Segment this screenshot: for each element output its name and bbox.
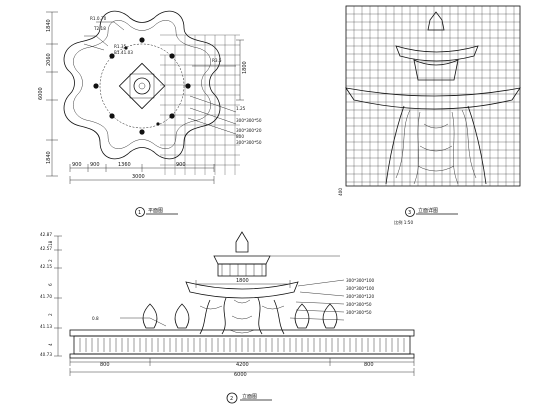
plan-top-label-2: R1.35 <box>114 44 127 49</box>
front-level-0: 42.87 <box>40 232 52 237</box>
plan-bottom-dim-3: 900 <box>176 162 186 168</box>
front-balusters <box>79 338 405 352</box>
plan-view: 1.25 300*300*50 300*300*20 800 300*300*5… <box>38 10 262 217</box>
plan-left-dim-1: 2060 <box>46 53 52 66</box>
plan-basin-ring <box>99 43 185 129</box>
front-shrubs <box>142 303 338 329</box>
front-bottom-dim-2: 800 <box>364 362 374 368</box>
plan-outline-outer <box>63 10 221 160</box>
plan-bottom-total: 3000 <box>132 174 145 180</box>
plan-top-label-1: T2.18 <box>93 26 106 31</box>
front-left-dim-3: 2 <box>48 313 53 316</box>
plan-top-label-3: R1.41.03 <box>114 50 133 55</box>
plan-center-square <box>118 62 166 110</box>
front-note-1: 300*300*100 <box>346 286 375 291</box>
front-note-2: 300*300*120 <box>346 294 375 299</box>
plan-top-label-0: R1.0.70 <box>90 16 107 21</box>
front-level-1: 42.57 <box>40 246 52 251</box>
front-caption-num: 2 <box>230 396 233 402</box>
front-top-dim: 1800 <box>236 278 249 284</box>
plan-left-dim-3: 1840 <box>46 151 52 164</box>
detail-subcaption: 比例 1:50 <box>394 219 413 226</box>
detail-dim-label: 400 <box>338 188 343 196</box>
plan-caption-circle <box>135 207 145 217</box>
plan-bottom-dim-2: 1360 <box>118 162 131 168</box>
front-fountain-body <box>185 231 299 335</box>
detail-caption-text: 立面详图 <box>418 207 438 214</box>
front-bottom-total: 6000 <box>234 372 247 378</box>
plan-top-label-4: R3.5 <box>212 58 222 63</box>
front-bottom-dim-1: 4200 <box>236 362 249 368</box>
front-level-4: 41.13 <box>40 324 52 329</box>
detail-fountain <box>345 11 521 185</box>
plan-caption-text: 平面图 <box>148 208 163 214</box>
plan-note-4: 300*300*50 <box>236 140 262 145</box>
plan-note-2: 300*300*20 <box>236 128 262 133</box>
front-level-5: 40.73 <box>40 352 52 357</box>
front-left-dim-2: 6 <box>48 283 53 286</box>
plan-caption-num: 1 <box>138 210 141 216</box>
front-note-3: 300*300*50 <box>346 302 372 307</box>
front-left-dim-0: 18 <box>48 240 53 246</box>
front-note-4: 300*300*50 <box>346 310 372 315</box>
front-left-dim-1: 2 <box>48 259 53 262</box>
detail-caption-circle <box>405 207 415 217</box>
front-bottom-dim-0: 800 <box>100 362 110 368</box>
plan-paving-grid <box>160 34 240 175</box>
plan-bottom-dim-0: 900 <box>72 162 82 168</box>
plan-jet-heads <box>93 37 191 135</box>
plan-outline-inner <box>73 20 211 149</box>
plan-center-jet <box>133 77 151 95</box>
detail-elevation: 400 3 立面详图 比例 1:50 <box>338 5 521 226</box>
plan-left-dim-0: 1840 <box>46 19 52 32</box>
plan-right-dim: 1800 <box>242 61 248 74</box>
plan-bottom-dim-1: 900 <box>90 162 100 168</box>
front-note-0: 300*300*100 <box>346 278 375 283</box>
front-baluster-lines <box>79 338 405 352</box>
detail-caption-num: 3 <box>408 210 411 216</box>
front-caption-circle <box>226 392 238 404</box>
front-left-dim-4: 4 <box>48 343 53 346</box>
front-elevation: 42.87 42.57 42.15 41.70 41.13 40.73 18 2… <box>40 231 415 404</box>
front-left-note: 0.8 <box>92 316 99 321</box>
front-level-3: 41.70 <box>40 294 52 299</box>
plan-note-1: 300*300*50 <box>236 118 262 123</box>
front-caption-text: 立面图 <box>242 393 257 400</box>
plan-left-dim-2: 6000 <box>38 87 44 100</box>
plan-note-0: 1.25 <box>236 106 246 111</box>
front-level-2: 42.15 <box>40 264 52 269</box>
plan-note-3: 800 <box>236 134 244 139</box>
